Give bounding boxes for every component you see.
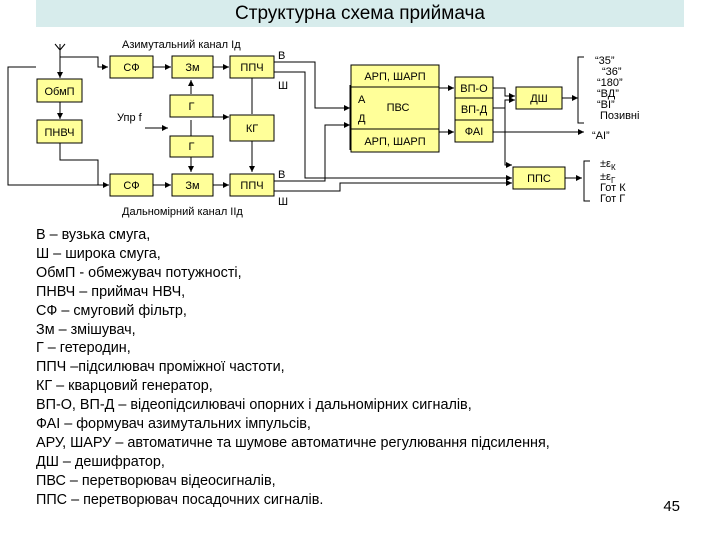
svg-text:ВП-О: ВП-О (460, 83, 488, 95)
page-number: 45 (663, 498, 680, 515)
svg-text:Г: Г (189, 141, 195, 153)
label-v-bottom: В (278, 169, 285, 181)
svg-text:ППЧ: ППЧ (240, 62, 263, 74)
legend-item: КГ – кварцовий генератор, (36, 378, 213, 395)
block-fai: ФАІ (454, 119, 494, 143)
block-pnvch: ПНВЧ (36, 119, 83, 144)
legend-item: СФ – смуговий фільтр, (36, 302, 187, 319)
block-obmp: ОбмП (36, 78, 83, 103)
antenna-icon (54, 43, 66, 57)
output-eps-k: ±εК (600, 158, 616, 172)
block-sf-bottom: СФ (109, 173, 154, 197)
block-dsh: ДШ (515, 86, 563, 110)
svg-text:ВП-Д: ВП-Д (461, 104, 488, 116)
range-chain-lines (153, 122, 512, 192)
svg-text:ППЧ: ППЧ (240, 180, 263, 192)
dsh-outputs: “35” “36” “180” “ВД” “ВІ” Позивні (595, 55, 639, 122)
block-g-top: Г (169, 94, 214, 118)
pvs-connections (349, 85, 584, 181)
block-pvs: АРП, ШАРП АРП, ШАРП А Д ПВС (350, 64, 440, 153)
svg-text:Зм: Зм (185, 62, 199, 74)
svg-text:ДШ: ДШ (530, 93, 548, 105)
label-v-top: В (278, 50, 285, 62)
output-brackets (577, 56, 590, 202)
output-36: “36” (602, 66, 622, 78)
svg-text:ПНВЧ: ПНВЧ (44, 127, 74, 139)
pps-outputs: ±εК ±εГ Гот К Гот Г (600, 158, 626, 205)
legend-item: Г – гетеродин, (36, 340, 131, 357)
svg-text:АРП, ШАРП: АРП, ШАРП (364, 136, 425, 148)
legend-item: Зм – змішувач, (36, 321, 136, 338)
svg-text:АРП, ШАРП: АРП, ШАРП (364, 71, 425, 83)
abbreviation-legend: В – вузька смуга, Ш – широка смуга, ОбмП… (36, 226, 550, 510)
range-channel-label: Дальномірний канал IIд (122, 206, 243, 218)
legend-item: ПВС – перетворювач відеосигналів, (36, 472, 276, 489)
label-sh-top: Ш (278, 80, 288, 92)
page-title: Структурна схема приймача (235, 2, 485, 24)
label-d: Д (358, 113, 366, 125)
block-vp-o: ВП-О (454, 76, 494, 99)
block-ppch-bottom: ППЧ (229, 173, 275, 197)
block-g-bottom: Г (169, 135, 214, 158)
output-vi: “ВІ” (597, 99, 615, 111)
svg-text:ППС: ППС (527, 173, 551, 185)
label-pvs: ПВС (387, 102, 410, 114)
legend-item: ППС – перетворювач посадочних сигналів. (36, 491, 324, 508)
azimuth-channel-label: Азимутальний канал Iд (122, 39, 241, 51)
block-ppch-top: ППЧ (229, 55, 275, 79)
legend-item: ОбмП - обмежувач потужності, (36, 264, 242, 281)
block-pps: ППС (512, 166, 566, 190)
legend-item: ПНВЧ – приймач НВЧ, (36, 283, 186, 300)
legend-item: ФАІ – формувач азимутальних імпульсів, (36, 416, 311, 433)
svg-text:СФ: СФ (123, 180, 139, 192)
block-zm-top: Зм (171, 55, 214, 79)
svg-text:Г: Г (189, 101, 195, 113)
label-sh-bottom: Ш (278, 196, 288, 208)
input-connections (7, 56, 109, 188)
legend-item: В – вузька смуга, (36, 227, 151, 243)
block-sf-top: СФ (109, 55, 154, 79)
azimuth-chain-lines (145, 61, 512, 181)
legend-item: ДШ – дешифратор, (36, 453, 165, 470)
svg-text:ФАІ: ФАІ (465, 126, 484, 138)
title-bar: Структурна схема приймача (36, 0, 684, 27)
output-vd: “ВД” (597, 88, 619, 100)
output-callsigns: Позивні (600, 110, 639, 122)
legend-item: ВП-О, ВП-Д – відеопідсилювачі опорних і … (36, 397, 472, 414)
svg-text:Зм: Зм (185, 180, 199, 192)
legend-item: Ш – широка смуга, (36, 245, 161, 262)
output-180: “180” (597, 77, 623, 89)
block-vp-d: ВП-Д (454, 97, 494, 121)
label-a: А (358, 94, 366, 106)
legend-item: АРУ, ШАРУ – автоматичне та шумове автома… (36, 434, 550, 451)
block-zm-bottom: Зм (171, 173, 214, 197)
control-label: Упр f (117, 112, 143, 124)
block-kg: КГ (229, 114, 275, 142)
legend-item: ППЧ –підсилювач проміжної частоти, (36, 359, 285, 376)
svg-text:ОбмП: ОбмП (44, 86, 74, 98)
output-got-g: Гот Г (600, 193, 625, 205)
output-eps-g: ±εГ (600, 171, 616, 185)
output-ai: “АІ” (592, 130, 610, 142)
receiver-block-diagram: ОбмП ПНВЧ СФ Зм ППЧ Г КГ Г СФ Зм ППЧ (7, 39, 639, 218)
output-35: “35” (595, 55, 615, 67)
output-got-k: Гот К (600, 182, 626, 194)
svg-text:СФ: СФ (123, 62, 139, 74)
svg-text:КГ: КГ (246, 123, 258, 135)
